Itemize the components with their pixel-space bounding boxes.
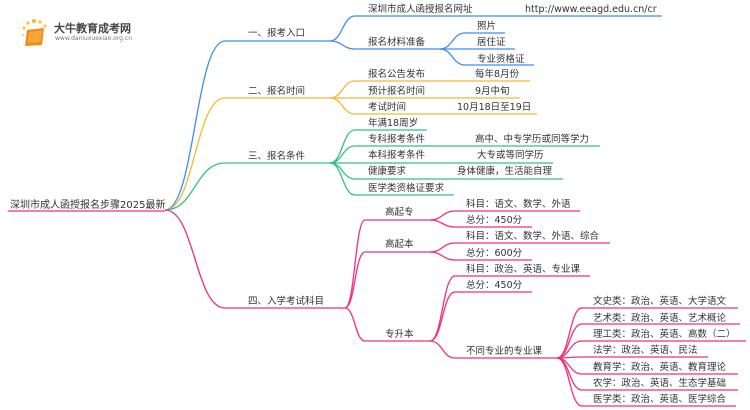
- major-item: 农学：政治、英语、生态学基础: [593, 378, 727, 389]
- branch-entry: 一、报考入口: [248, 28, 306, 39]
- condition-value: 大专或等同学历: [477, 150, 544, 161]
- condition-key: 年满18周岁: [368, 118, 419, 129]
- gqz-label: 高起专: [385, 207, 414, 218]
- condition-key: 健康要求: [368, 166, 407, 177]
- edge-line: [439, 48, 534, 66]
- condition-value: 高中、中专学历或同等学力: [475, 134, 590, 145]
- branch-time: 二、报名时间: [248, 86, 306, 97]
- edge-line: [329, 15, 662, 42]
- edge-line: [344, 251, 430, 309]
- major-item: 理工类：政治、英语、高数（二）: [593, 329, 736, 340]
- gqb-total: 总分：600分: [466, 248, 523, 259]
- major-item: 医学类：政治、英语、医学综合: [593, 394, 727, 405]
- gqz-total: 总分：450分: [466, 215, 523, 226]
- time-key: 考试时间: [368, 102, 407, 113]
- root-node: 深圳市成人函授报名步骤2025最新: [10, 200, 166, 211]
- edge-line: [344, 307, 430, 342]
- condition-key: 专科报考条件: [368, 134, 426, 145]
- edge-line: [556, 323, 740, 359]
- branch-line: [164, 209, 345, 309]
- time-value: 每年8月份: [475, 69, 520, 80]
- major-item: 教育学：政治、英语、教育理论: [593, 362, 727, 373]
- gqz-subjects: 科目：语文、数学、外语: [466, 199, 571, 210]
- branch-line: [164, 162, 330, 211]
- site-url[interactable]: http://www.eeagd.edu.cn/cr: [525, 4, 657, 15]
- edge-line: [556, 356, 708, 359]
- condition-value: 身体健康，生活能自理: [457, 166, 553, 177]
- zsb-subjects: 科目：政治、英语、专业课: [466, 264, 581, 275]
- book-logo-icon: [21, 19, 47, 46]
- edge-line: [429, 251, 532, 261]
- material-item: 照片: [477, 21, 497, 32]
- branch-exam-subjects: 四、入学考试科目: [248, 296, 325, 307]
- zsb-label: 专升本: [385, 329, 414, 340]
- site-label: 深圳市成人函授报名网址: [368, 4, 473, 15]
- major-item: 法学：政治、英语、民法: [593, 345, 698, 356]
- edge-line: [329, 162, 454, 196]
- material-item: 居住证: [477, 37, 506, 48]
- logo-title: 大牛教育成考网: [54, 22, 131, 35]
- logo-url: www.daniuxuexiao.org.cn: [55, 35, 132, 42]
- condition-key: 医学类资格证要求: [368, 183, 445, 194]
- major-item: 文史类：政治、英语、大学语文: [593, 296, 727, 307]
- gqb-subjects: 科目：语文、数学、外语、综合: [466, 231, 600, 242]
- edge-line: [344, 219, 430, 309]
- time-value: 9月中旬: [475, 86, 510, 97]
- edge-line: [429, 291, 532, 342]
- edge-line: [429, 219, 532, 228]
- condition-key: 本科报考条件: [368, 150, 426, 161]
- edge-line: [556, 357, 736, 407]
- major-label: 不同专业的专业课: [466, 346, 543, 357]
- gqb-label: 高起本: [385, 239, 414, 250]
- branch-conditions: 三、报名条件: [248, 151, 306, 162]
- branch-line: [164, 40, 330, 211]
- major-item: 艺术类：政治、英语、艺术概论: [593, 313, 727, 324]
- time-value: 10月18日至19日: [457, 102, 532, 113]
- time-key: 预计报名时间: [368, 86, 426, 97]
- edge-line: [329, 40, 440, 50]
- edge-line: [429, 340, 557, 359]
- time-key: 报名公告发布: [368, 69, 426, 80]
- edge-line: [329, 97, 537, 115]
- zsb-total: 总分：450分: [466, 280, 523, 291]
- materials-label: 报名材料准备: [368, 37, 426, 48]
- branch-line: [164, 97, 330, 211]
- material-item: 专业资格证: [477, 54, 525, 65]
